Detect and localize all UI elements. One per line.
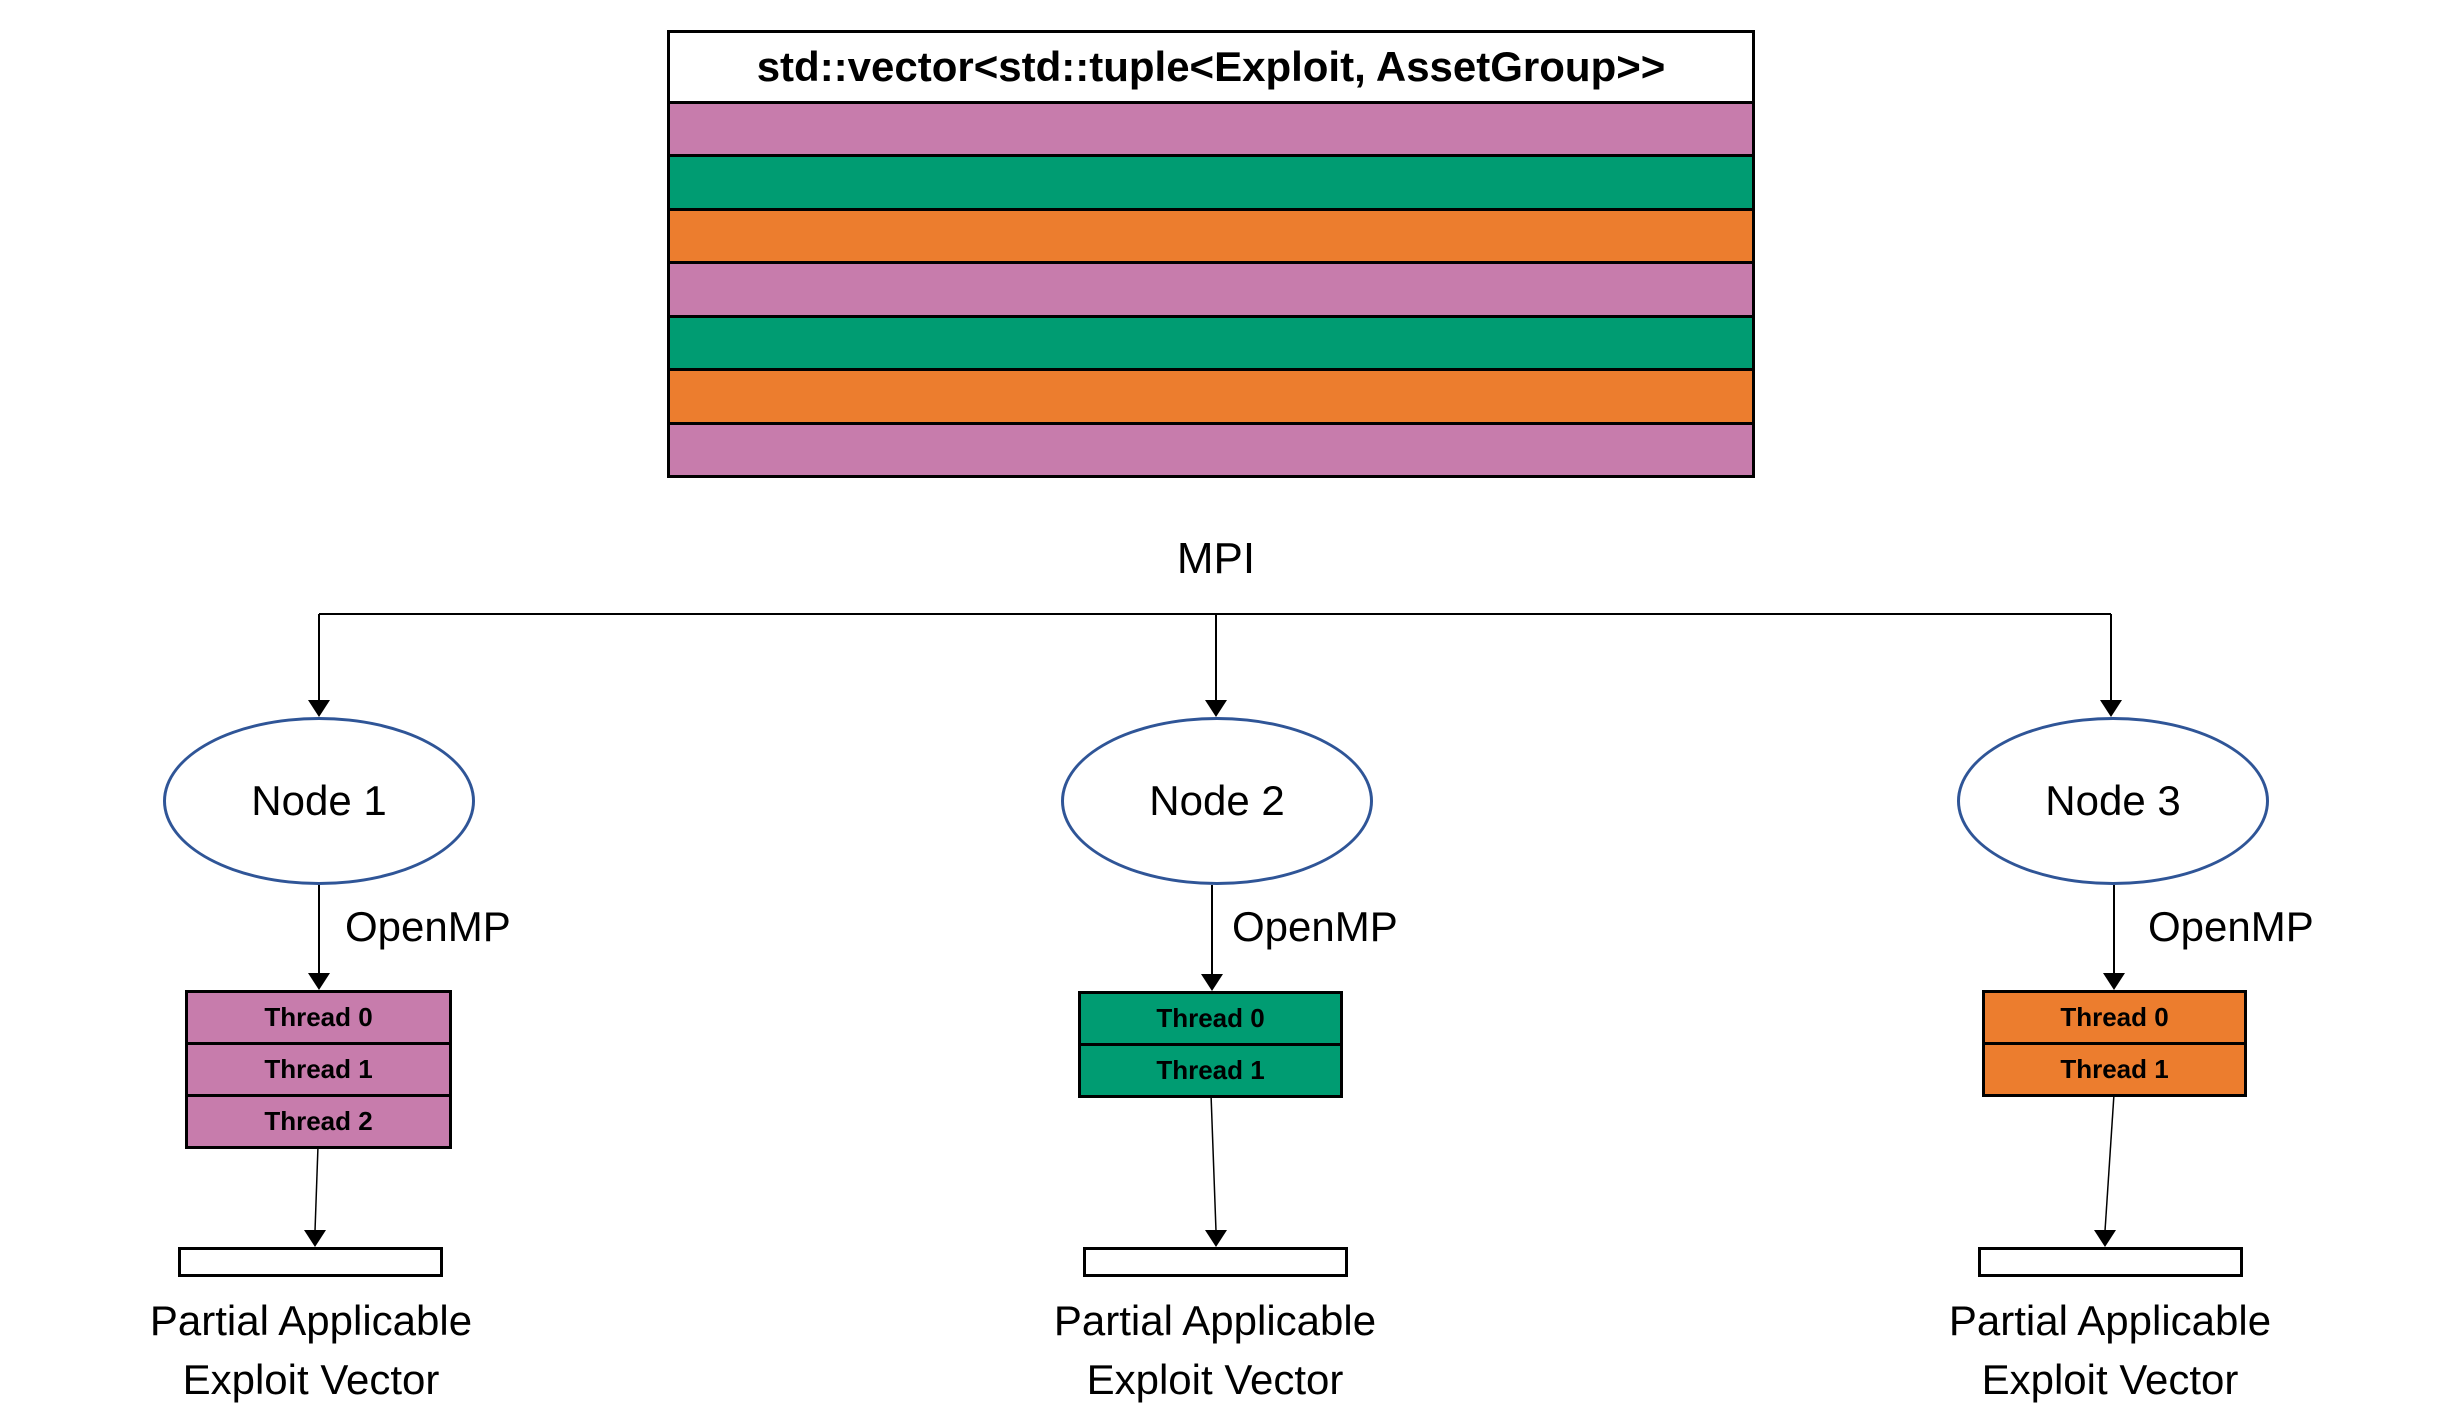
result-line-node-2 — [1210, 1093, 1217, 1232]
thread-row: Thread 0 — [1081, 994, 1340, 1043]
node-2-label: Node 2 — [1149, 777, 1285, 824]
result-line-node-1 — [314, 1145, 319, 1232]
arrowhead-result-2 — [1205, 1230, 1227, 1247]
result-line-node-3 — [2104, 1093, 2115, 1232]
vector-stripe — [670, 368, 1752, 422]
node-3-label: Node 3 — [2045, 777, 2181, 824]
thread-row: Thread 1 — [1081, 1043, 1340, 1095]
partial-label-line-2: Exploit Vector — [1981, 1355, 2239, 1403]
node-2-ellipse: Node 2 — [1061, 717, 1373, 885]
node-3-ellipse: Node 3 — [1957, 717, 2269, 885]
thread-row: Thread 1 — [188, 1042, 449, 1094]
vector-stripe — [670, 101, 1752, 155]
thread-row: Thread 1 — [1985, 1042, 2244, 1094]
vector-stripe — [670, 421, 1752, 475]
partial-vector-rect-node-3 — [1978, 1247, 2243, 1277]
vector-stripes — [670, 101, 1752, 475]
mpi-label: MPI — [1176, 534, 1256, 583]
node-1-ellipse: Node 1 — [163, 717, 475, 885]
partial-vector-label-node-3: Partial Applicable Exploit Vector — [1860, 1292, 2360, 1410]
partial-label-line-1: Partial Applicable — [1053, 1297, 1377, 1344]
thread-row: Thread 0 — [188, 993, 449, 1042]
arrowhead-threads-1 — [308, 973, 330, 990]
thread-row: Thread 0 — [1985, 993, 2244, 1042]
vector-stripe — [670, 314, 1752, 369]
arrowhead-node-2 — [1205, 700, 1227, 717]
partial-vector-label-node-2: Partial Applicable Exploit Vector — [965, 1292, 1465, 1410]
partial-vector-rect-node-2 — [1083, 1247, 1348, 1277]
arrowhead-threads-2 — [1201, 974, 1223, 991]
partial-label-line-2: Exploit Vector — [182, 1355, 440, 1403]
partial-label-line-1: Partial Applicable — [149, 1297, 473, 1344]
partial-vector-rect-node-1 — [178, 1247, 443, 1277]
vector-stripe — [670, 207, 1752, 262]
arrowhead-result-1 — [304, 1230, 326, 1247]
partial-vector-label-node-1: Partial Applicable Exploit Vector — [61, 1292, 561, 1410]
openmp-label-node-3: OpenMP — [2148, 903, 2314, 950]
vector-stripe — [670, 154, 1752, 208]
partial-label-line-1: Partial Applicable — [1948, 1297, 2272, 1344]
arrowhead-result-3 — [2094, 1230, 2116, 1247]
exploit-vector-box: std::vector<std::tuple<Exploit, AssetGro… — [667, 30, 1755, 478]
arrowhead-node-3 — [2100, 700, 2122, 717]
arrowhead-threads-3 — [2103, 973, 2125, 990]
openmp-label-node-2: OpenMP — [1232, 903, 1398, 950]
vector-stripe — [670, 261, 1752, 315]
vector-box-title: std::vector<std::tuple<Exploit, AssetGro… — [670, 33, 1752, 101]
node-1-label: Node 1 — [251, 777, 387, 824]
thread-row: Thread 2 — [188, 1094, 449, 1146]
openmp-label-node-1: OpenMP — [345, 903, 511, 950]
partial-label-line-2: Exploit Vector — [1086, 1355, 1344, 1403]
arrowhead-node-1 — [308, 700, 330, 717]
